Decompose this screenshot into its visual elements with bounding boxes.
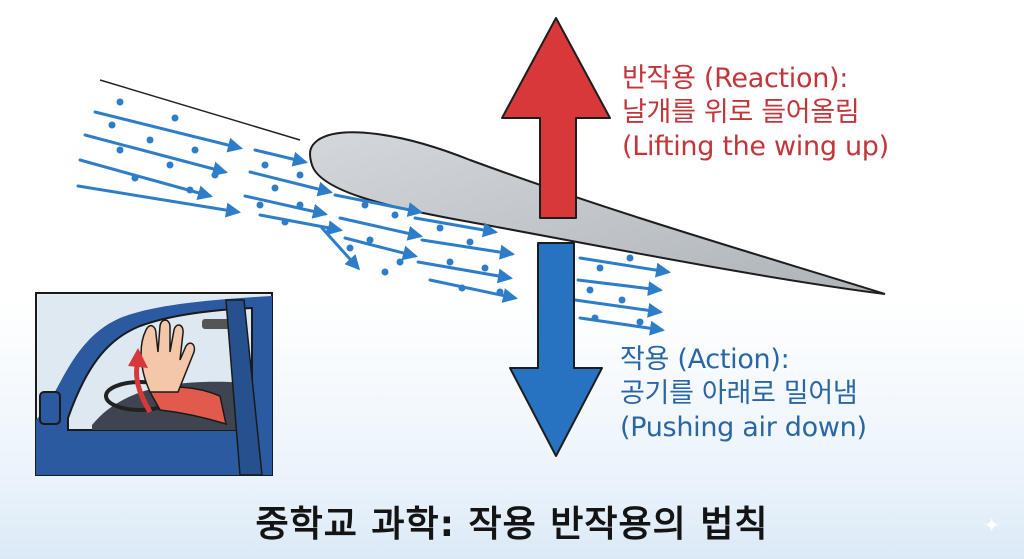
reaction-description-en: (Lifting the wing up) <box>622 130 889 162</box>
car-hand-inset <box>35 292 273 476</box>
reaction-label-group: 반작용 (Reaction): 날개를 위로 들어올림 (Lifting the… <box>622 62 889 163</box>
action-description-en: (Pushing air down) <box>620 411 867 443</box>
reaction-title: 반작용 (Reaction): <box>622 63 849 94</box>
reaction-description-ko: 날개를 위로 들어올림 <box>622 96 860 128</box>
action-label-group: 작용 (Action): 공기를 아래로 밀어냄 (Pushing air do… <box>620 343 867 444</box>
streamline <box>99 79 301 141</box>
action-title: 작용 (Action): <box>620 344 790 375</box>
action-arrow <box>509 242 603 457</box>
action-description-ko: 공기를 아래로 밀어냄 <box>620 377 858 409</box>
air-particles <box>108 98 644 326</box>
sparkle-icon: ✦ <box>983 513 1000 537</box>
reaction-arrow <box>501 17 611 219</box>
page-title: 중학교 과학: 작용 반작용의 법칙 <box>255 504 769 545</box>
